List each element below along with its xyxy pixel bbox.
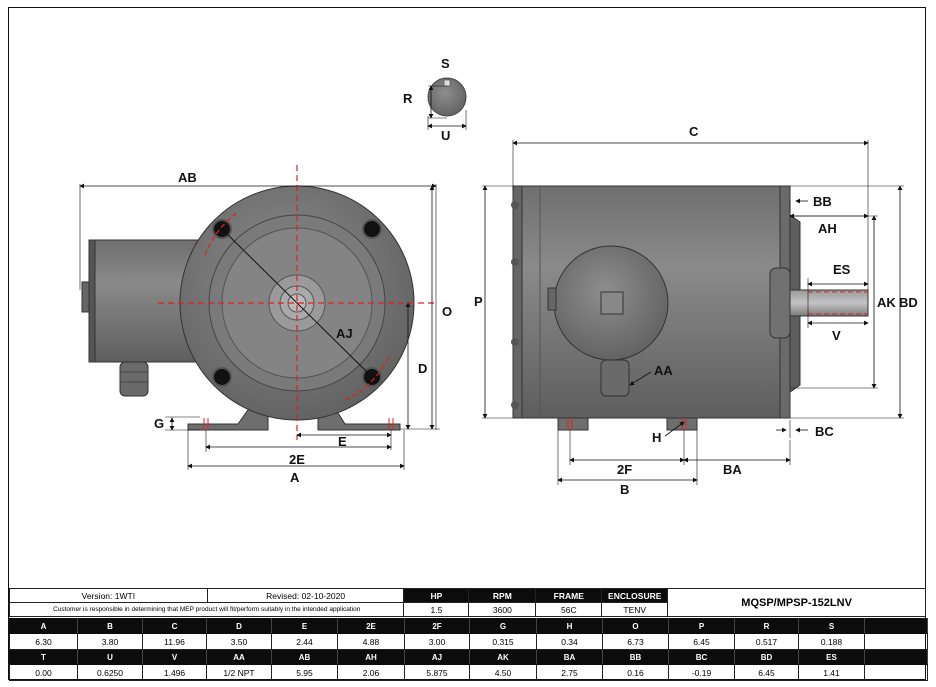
dim-value: 1.496 [142, 664, 207, 681]
dim-header: BC [668, 649, 735, 665]
dim-value: -0.19 [668, 664, 735, 681]
disclaimer-text: Customer is responsible in determining t… [8, 602, 405, 617]
dim-header: H [536, 618, 603, 634]
dim-header: BD [734, 649, 799, 665]
dimension-table: A B C D E 2E 2F G H O P R S 6.30 3.80 11… [9, 618, 928, 681]
dim-header: D [206, 618, 272, 634]
dim-label-e: E [338, 434, 347, 449]
dim-value: 4.50 [469, 664, 537, 681]
dim-value: 1.41 [798, 664, 865, 681]
frame-header: FRAME [535, 588, 603, 603]
dim-value: 0.517 [734, 633, 799, 650]
shaft-end-view [427, 77, 467, 130]
dim-header: P [668, 618, 735, 634]
dim-value: 0.16 [602, 664, 669, 681]
dim-header: G [469, 618, 537, 634]
dim-label-s: S [441, 56, 450, 71]
dim-label-b: B [620, 482, 629, 497]
dim-header: O [602, 618, 669, 634]
dim-value: 6.73 [602, 633, 669, 650]
dim-header: 2F [404, 618, 470, 634]
front-view [79, 165, 440, 470]
dim-label-d: D [418, 361, 427, 376]
enclosure-header: ENCLOSURE [601, 588, 669, 603]
dim-header: AK [469, 649, 537, 665]
enclosure-value: TENV [601, 602, 669, 617]
dim-label-ab: AB [178, 170, 197, 185]
dim-label-o: O [442, 304, 452, 319]
model-number: MQSP/MPSP-152LNV [667, 588, 926, 617]
dim-header: E [271, 618, 338, 634]
dim-header: V [142, 649, 207, 665]
dim-header: A [9, 618, 78, 634]
dim-header: C [142, 618, 207, 634]
dim-header: T [9, 649, 78, 665]
dim-header: AA [206, 649, 272, 665]
dim-label-aj: AJ [336, 326, 353, 341]
dim-label-r: R [403, 91, 413, 106]
dim-value: 6.30 [9, 633, 78, 650]
dim-header: AH [337, 649, 405, 665]
frame-value: 56C [535, 602, 603, 617]
dim-value: 3.50 [206, 633, 272, 650]
dim-value: 2.75 [536, 664, 603, 681]
dim-value: 11.96 [142, 633, 207, 650]
dim-header: S [798, 618, 865, 634]
dim-value: 0.34 [536, 633, 603, 650]
dim-label-g: G [154, 416, 164, 431]
title-block: Version: 1WTI Revised: 02-10-2020 HP RPM… [8, 588, 926, 617]
dim-header: R [734, 618, 799, 634]
dim-label-u: U [441, 128, 450, 143]
dim-label-es: ES [833, 262, 851, 277]
dim-value: 3.80 [77, 633, 143, 650]
dim-value: 0.00 [9, 664, 78, 681]
dim-value: 2.06 [337, 664, 405, 681]
dim-label-ba: BA [723, 462, 742, 477]
version-text: Version: 1WTI [9, 588, 208, 603]
dim-header: AJ [404, 649, 470, 665]
revised-text: Revised: 02-10-2020 [206, 588, 405, 603]
rpm-value: 3600 [468, 602, 537, 617]
dim-value [864, 633, 928, 650]
dim-label-c: C [689, 124, 699, 139]
dim-value: 0.6250 [77, 664, 143, 681]
dim-value: 2.44 [271, 633, 338, 650]
dim-label-p: P [474, 294, 483, 309]
dim-value: 3.00 [404, 633, 470, 650]
hp-value: 1.5 [403, 602, 470, 617]
dim-label-bb: BB [813, 194, 832, 209]
dim-label-bd: BD [899, 295, 918, 310]
dim-value: 1/2 NPT [206, 664, 272, 681]
dim-label-bc: BC [815, 424, 834, 439]
dim-label-a: A [290, 470, 300, 485]
dim-value: 6.45 [668, 633, 735, 650]
dim-label-2f: 2F [617, 462, 632, 477]
dim-header [864, 649, 928, 665]
dim-value: 0.188 [798, 633, 865, 650]
dim-header: B [77, 618, 143, 634]
rpm-header: RPM [468, 588, 537, 603]
dim-header: ES [798, 649, 865, 665]
dim-value: 6.45 [734, 664, 799, 681]
dim-label-ah: AH [818, 221, 837, 236]
dim-header: BB [602, 649, 669, 665]
dim-value: 5.95 [271, 664, 338, 681]
dim-header: U [77, 649, 143, 665]
dim-header: 2E [337, 618, 405, 634]
dim-value [864, 664, 928, 681]
dim-label-h: H [652, 430, 661, 445]
hp-header: HP [403, 588, 470, 603]
dim-header: BA [536, 649, 603, 665]
dim-label-ak: AK [877, 295, 896, 310]
dim-label-2e: 2E [289, 452, 305, 467]
dim-value: 5.875 [404, 664, 470, 681]
dim-value: 0.315 [469, 633, 537, 650]
dim-label-v: V [832, 328, 841, 343]
dim-header: AB [271, 649, 338, 665]
dim-label-aa: AA [654, 363, 673, 378]
side-view [482, 140, 904, 485]
dim-value: 4.88 [337, 633, 405, 650]
dim-header [864, 618, 928, 634]
